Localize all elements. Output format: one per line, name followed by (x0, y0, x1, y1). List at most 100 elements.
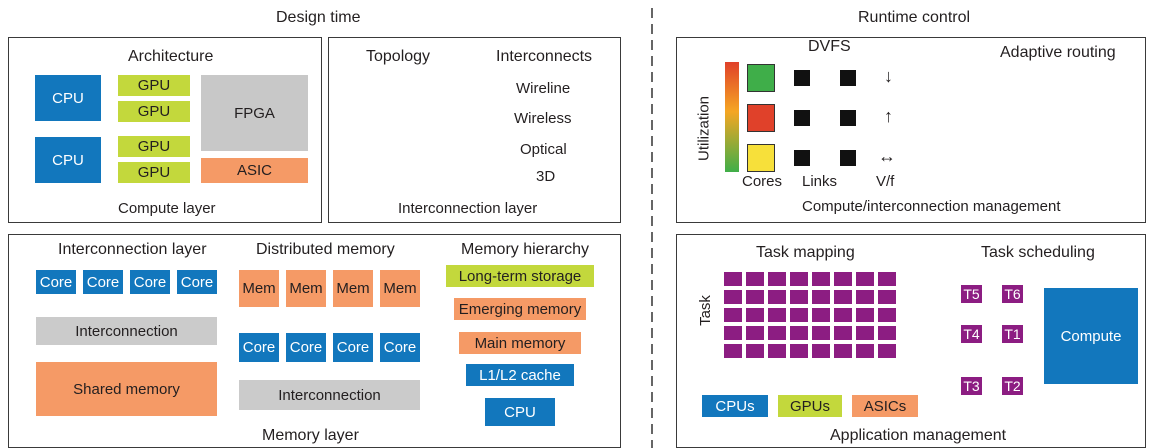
interconnection-layer-title: Interconnection layer (58, 241, 207, 258)
core-block: Core (36, 270, 76, 294)
task-cell (746, 308, 764, 322)
memory-layer-label: Memory layer (262, 427, 359, 444)
interconnection-bar-shared: Interconnection (36, 317, 217, 345)
task-cell (834, 290, 852, 304)
core-block: Core (239, 333, 279, 362)
link-node (840, 150, 856, 166)
interconnection-layer-panel (328, 37, 621, 223)
application-management-label: Application management (830, 427, 1007, 444)
task-label: Task (696, 295, 714, 326)
task-cell (878, 272, 896, 286)
mem-block: Mem (380, 270, 420, 307)
design-time-header: Design time (276, 9, 361, 26)
architecture-title: Architecture (128, 48, 214, 65)
task-cell (856, 344, 874, 358)
memory-hierarchy-title: Memory hierarchy (461, 241, 590, 258)
vf-label: V/f (876, 173, 895, 190)
core-block: Core (83, 270, 123, 294)
arrow-down-icon: ↓ (884, 66, 893, 86)
task-t6: T6 (1002, 285, 1023, 303)
asic-block: ASIC (201, 158, 308, 183)
core-block: Core (177, 270, 217, 294)
link-node (794, 110, 810, 126)
cpu-block-1: CPU (35, 75, 101, 121)
link-node (840, 110, 856, 126)
topology-title: Topology (366, 48, 431, 65)
compute-layer-label: Compute layer (118, 200, 216, 217)
shared-memory-block: Shared memory (36, 362, 217, 416)
core-block: Core (130, 270, 170, 294)
mem-block: Mem (333, 270, 373, 307)
core-yellow-square (747, 144, 775, 172)
task-cell (724, 326, 742, 340)
interconnection-bar-distributed: Interconnection (239, 380, 420, 410)
gpu-block-3: GPU (118, 136, 190, 157)
arrow-left-right-icon: ↔ (878, 146, 896, 166)
task-scheduling-title: Task scheduling (981, 244, 1095, 261)
cpus-target: CPUs (702, 395, 768, 417)
task-cell (790, 308, 808, 322)
interconnection-layer-label: Interconnection layer (398, 200, 538, 217)
task-cell (856, 272, 874, 286)
task-mapping-title: Task mapping (756, 244, 855, 261)
task-cell (856, 308, 874, 322)
main-memory-block: Main memory (459, 332, 581, 354)
task-cell (878, 308, 896, 322)
task-t2: T2 (1002, 377, 1023, 395)
task-cell (834, 344, 852, 358)
cpu-block-2: CPU (35, 137, 101, 183)
task-cell (834, 308, 852, 322)
task-cell (878, 290, 896, 304)
task-cell (878, 326, 896, 340)
task-t1: T1 (1002, 325, 1023, 343)
dvfs-title: DVFS (808, 38, 851, 55)
task-cell (724, 290, 742, 304)
gpus-target: GPUs (778, 395, 842, 417)
wireline-label: Wireline (516, 80, 571, 97)
task-cell (812, 290, 830, 304)
cpu-hierarchy-block: CPU (485, 398, 555, 426)
task-cell (724, 272, 742, 286)
long-term-storage-block: Long-term storage (446, 265, 594, 287)
task-cell (746, 326, 764, 340)
gpu-block-1: GPU (118, 75, 190, 96)
compute-interconnection-management-label: Compute/interconnection management (802, 198, 1061, 215)
task-cell (812, 326, 830, 340)
arrow-up-icon: ↑ (884, 106, 893, 126)
fpga-block: FPGA (201, 75, 308, 151)
compute-block: Compute (1044, 288, 1138, 384)
l1-l2-cache-block: L1/L2 cache (466, 364, 574, 386)
core-block: Core (380, 333, 420, 362)
task-cell (878, 344, 896, 358)
emerging-memory-block: Emerging memory (454, 298, 586, 320)
link-node (794, 150, 810, 166)
core-red-square (747, 104, 775, 132)
task-cell (768, 326, 786, 340)
3d-label: 3D (536, 168, 556, 185)
task-cell (790, 290, 808, 304)
runtime-control-header: Runtime control (858, 9, 971, 26)
core-block: Core (286, 333, 326, 362)
core-green-square (747, 64, 775, 92)
cores-label: Cores (742, 173, 783, 190)
task-cell (790, 272, 808, 286)
task-cell (746, 344, 764, 358)
mem-block: Mem (286, 270, 326, 307)
task-cell (724, 344, 742, 358)
task-cell (812, 272, 830, 286)
task-cell (790, 344, 808, 358)
task-t4: T4 (961, 325, 982, 343)
task-cell (724, 308, 742, 322)
gpu-block-4: GPU (118, 162, 190, 183)
task-cell (768, 290, 786, 304)
link-node (840, 70, 856, 86)
adaptive-routing-title: Adaptive routing (1000, 44, 1116, 61)
task-cell (768, 344, 786, 358)
task-cell (812, 344, 830, 358)
task-cell (768, 272, 786, 286)
gpu-block-2: GPU (118, 101, 190, 122)
distributed-memory-title: Distributed memory (256, 241, 395, 258)
task-cell (812, 308, 830, 322)
utilization-gradient-bar (725, 62, 739, 172)
task-cell (790, 326, 808, 340)
